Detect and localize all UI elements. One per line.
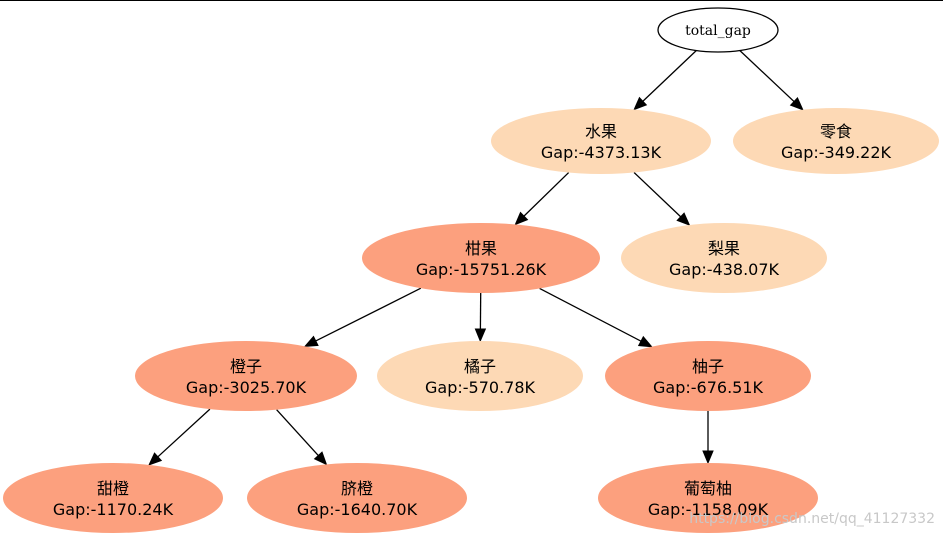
edge-citrus-to-orange: [303, 287, 422, 347]
node-root[interactable]: total_gap: [657, 7, 779, 53]
node-name: 柚子: [692, 357, 724, 376]
edge-root-to-fruit: [633, 50, 697, 111]
node-ellipse: [621, 223, 827, 293]
node-ellipse: [733, 108, 939, 174]
node-gap-value: Gap:-1640.70K: [297, 500, 418, 519]
edge-root-to-snack: [739, 50, 804, 111]
arrow-head-icon: [148, 452, 163, 466]
arrow-head-icon: [633, 96, 648, 111]
node-ellipse: [491, 108, 711, 174]
arrow-head-icon: [789, 97, 804, 111]
node-name: 甜橙: [97, 479, 129, 498]
node-ellipse: [605, 341, 811, 411]
node-grapefruit[interactable]: 葡萄柚 Gap:-1158.09K: [598, 463, 818, 533]
node-pear[interactable]: 梨果 Gap:-438.07K: [621, 223, 827, 293]
node-name: 梨果: [708, 239, 740, 258]
arrow-head-icon: [313, 451, 328, 466]
node-ellipse: [3, 463, 223, 533]
node-label: total_gap: [685, 23, 751, 39]
edge-citrus-to-pomelo: [539, 287, 653, 348]
node-gap-value: Gap:-15751.26K: [416, 260, 547, 279]
edge-line: [276, 409, 319, 456]
node-gap-value: Gap:-676.51K: [653, 378, 764, 397]
edge-pomelo-to-grapefruit: [702, 411, 714, 465]
node-gap-value: Gap:-1158.09K: [648, 500, 769, 519]
edge-line: [739, 50, 795, 103]
node-fruit[interactable]: 水果 Gap:-4373.13K: [491, 108, 711, 174]
edge-line: [523, 172, 570, 217]
node-snack[interactable]: 零食 Gap:-349.22K: [733, 108, 939, 174]
node-name: 橘子: [464, 357, 496, 376]
node-name: 水果: [585, 122, 617, 141]
node-navel_orange[interactable]: 脐橙 Gap:-1640.70K: [247, 463, 467, 533]
node-ellipse: [598, 463, 818, 533]
edge-line: [157, 408, 211, 458]
node-orange[interactable]: 橙子 Gap:-3025.70K: [135, 341, 357, 411]
node-name: 零食: [820, 122, 852, 141]
node-name: 葡萄柚: [684, 479, 732, 498]
node-pomelo[interactable]: 柚子 Gap:-676.51K: [605, 341, 811, 411]
node-gap-value: Gap:-4373.13K: [541, 143, 662, 162]
nodes-layer: total_gap 水果 Gap:-4373.13K 零食 Gap:-349.22K 柑果…: [3, 7, 939, 533]
edges-layer: [148, 50, 804, 466]
edge-line: [539, 287, 642, 342]
arrow-head-icon: [637, 335, 653, 348]
arrow-head-icon: [514, 211, 529, 226]
arrow-head-icon: [702, 450, 714, 465]
node-citrus[interactable]: 柑果 Gap:-15751.26K: [362, 223, 600, 293]
node-ellipse: [377, 341, 583, 411]
node-name: 脐橙: [341, 479, 373, 498]
node-ellipse: [362, 223, 600, 293]
edge-fruit-to-citrus: [514, 172, 570, 226]
watermark: https://blog.csdn.net/qq_41127332: [689, 511, 935, 527]
arrow-head-icon: [676, 212, 691, 226]
node-ellipse: [657, 7, 779, 53]
node-gap-value: Gap:-349.22K: [781, 143, 892, 162]
node-gap-value: Gap:-1170.24K: [53, 500, 174, 519]
node-name: 橙子: [230, 357, 262, 376]
edge-citrus-to-tangerine: [474, 292, 487, 343]
edge-line: [642, 50, 697, 102]
edge-line: [315, 287, 422, 342]
edge-line: [633, 172, 682, 218]
node-sweet_orange[interactable]: 甜橙 Gap:-1170.24K: [3, 463, 223, 533]
node-name: 柑果: [465, 239, 497, 258]
edge-orange-to-navel_orange: [276, 409, 328, 466]
node-tangerine[interactable]: 橘子 Gap:-570.78K: [377, 341, 583, 411]
top-border-line: [0, 0, 943, 1]
node-ellipse: [247, 463, 467, 533]
edge-fruit-to-pear: [633, 172, 691, 226]
node-gap-value: Gap:-570.78K: [425, 378, 536, 397]
node-gap-value: Gap:-438.07K: [669, 260, 780, 279]
node-ellipse: [135, 341, 357, 411]
arrow-head-icon: [474, 328, 487, 343]
arrow-head-icon: [303, 335, 319, 347]
node-gap-value: Gap:-3025.70K: [186, 378, 307, 397]
edge-orange-to-sweet_orange: [148, 408, 211, 466]
